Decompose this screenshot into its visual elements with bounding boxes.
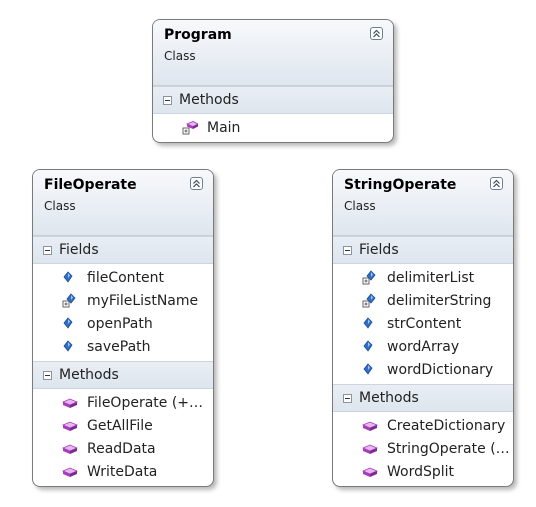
methods-list: Main [153,114,393,142]
section-title: Methods [59,367,119,383]
class-box-fileoperate[interactable]: FileOperate Class Fields fileContent myF… [32,169,214,487]
class-box-program[interactable]: Program Class Methods Main [152,19,394,143]
static-field-icon [362,269,378,286]
method-icon [362,418,378,434]
methods-section-header[interactable]: Methods [153,86,393,114]
member-item[interactable]: ReadData [33,437,213,460]
section-collapse-icon[interactable] [343,393,352,403]
member-item[interactable]: strContent [333,312,513,335]
member-item[interactable]: Main [153,116,393,139]
section-title: Methods [179,92,239,108]
member-name: WriteData [87,463,158,480]
member-name: ReadData [87,440,156,457]
member-item[interactable]: WriteData [33,460,213,483]
section-title: Fields [59,242,99,258]
class-header[interactable]: FileOperate Class [33,170,213,236]
section-collapse-icon[interactable] [163,95,172,105]
class-header[interactable]: Program Class [153,20,393,86]
collapse-chevron-icon[interactable] [190,177,203,190]
method-icon [62,464,78,480]
methods-section-header[interactable]: Methods [33,361,213,389]
method-icon [362,441,378,457]
fields-section-header[interactable]: Fields [33,236,213,264]
collapse-chevron-icon[interactable] [490,177,503,190]
member-item[interactable]: GetAllFile [33,414,213,437]
static-method-icon [182,120,198,136]
member-item[interactable]: fileContent [33,266,213,289]
member-item[interactable]: StringOperate (… [333,437,513,460]
section-title: Fields [359,242,399,258]
member-name: delimiterString [387,292,492,309]
field-icon [362,339,378,355]
class-name: StringOperate [344,177,457,193]
method-icon [62,395,78,411]
member-item[interactable]: openPath [33,312,213,335]
field-icon [62,270,78,286]
section-title: Methods [359,390,419,406]
field-icon [62,339,78,355]
field-icon [362,316,378,332]
class-header[interactable]: StringOperate Class [333,170,513,236]
field-icon [362,362,378,378]
fields-section-header[interactable]: Fields [333,236,513,264]
section-collapse-icon[interactable] [43,245,52,255]
method-icon [362,464,378,480]
member-item[interactable]: wordDictionary [333,358,513,381]
class-name: Program [164,27,232,43]
method-icon [62,418,78,434]
member-name: FileOperate (+… [87,394,204,411]
member-item[interactable]: delimiterList [333,266,513,289]
member-name: wordArray [387,338,460,355]
member-item[interactable]: myFileListName [33,289,213,312]
section-collapse-icon[interactable] [43,370,52,380]
member-item[interactable]: WordSplit [333,460,513,483]
class-name: FileOperate [44,177,137,193]
methods-list: FileOperate (+… GetAllFile ReadData Writ… [33,389,213,486]
member-item[interactable]: savePath [33,335,213,358]
method-icon [62,441,78,457]
member-item[interactable]: delimiterString [333,289,513,312]
collapse-chevron-icon[interactable] [370,27,383,40]
member-item[interactable]: CreateDictionary [333,414,513,437]
methods-section-header[interactable]: Methods [333,384,513,412]
fields-list: delimiterList delimiterString strContent… [333,264,513,384]
class-kind: Class [164,49,196,63]
member-name: openPath [87,315,153,332]
class-kind: Class [344,199,376,213]
section-collapse-icon[interactable] [343,245,352,255]
member-name: CreateDictionary [387,417,506,434]
class-box-stringoperate[interactable]: StringOperate Class Fields delimiterList… [332,169,514,487]
class-kind: Class [44,199,76,213]
methods-list: CreateDictionary StringOperate (… WordSp… [333,412,513,486]
fields-list: fileContent myFileListName openPath save… [33,264,213,361]
member-name: GetAllFile [87,417,153,434]
member-name: strContent [387,315,462,332]
member-name: StringOperate (… [387,440,510,457]
member-item[interactable]: FileOperate (+… [33,391,213,414]
member-name: fileContent [87,269,164,286]
member-item[interactable]: wordArray [333,335,513,358]
static-field-icon [62,292,78,309]
member-name: wordDictionary [387,361,494,378]
member-name: savePath [87,338,151,355]
member-name: WordSplit [387,463,455,480]
static-field-icon [362,292,378,309]
member-name: Main [207,119,241,136]
field-icon [62,316,78,332]
member-name: delimiterList [387,269,475,286]
member-name: myFileListName [87,292,199,309]
